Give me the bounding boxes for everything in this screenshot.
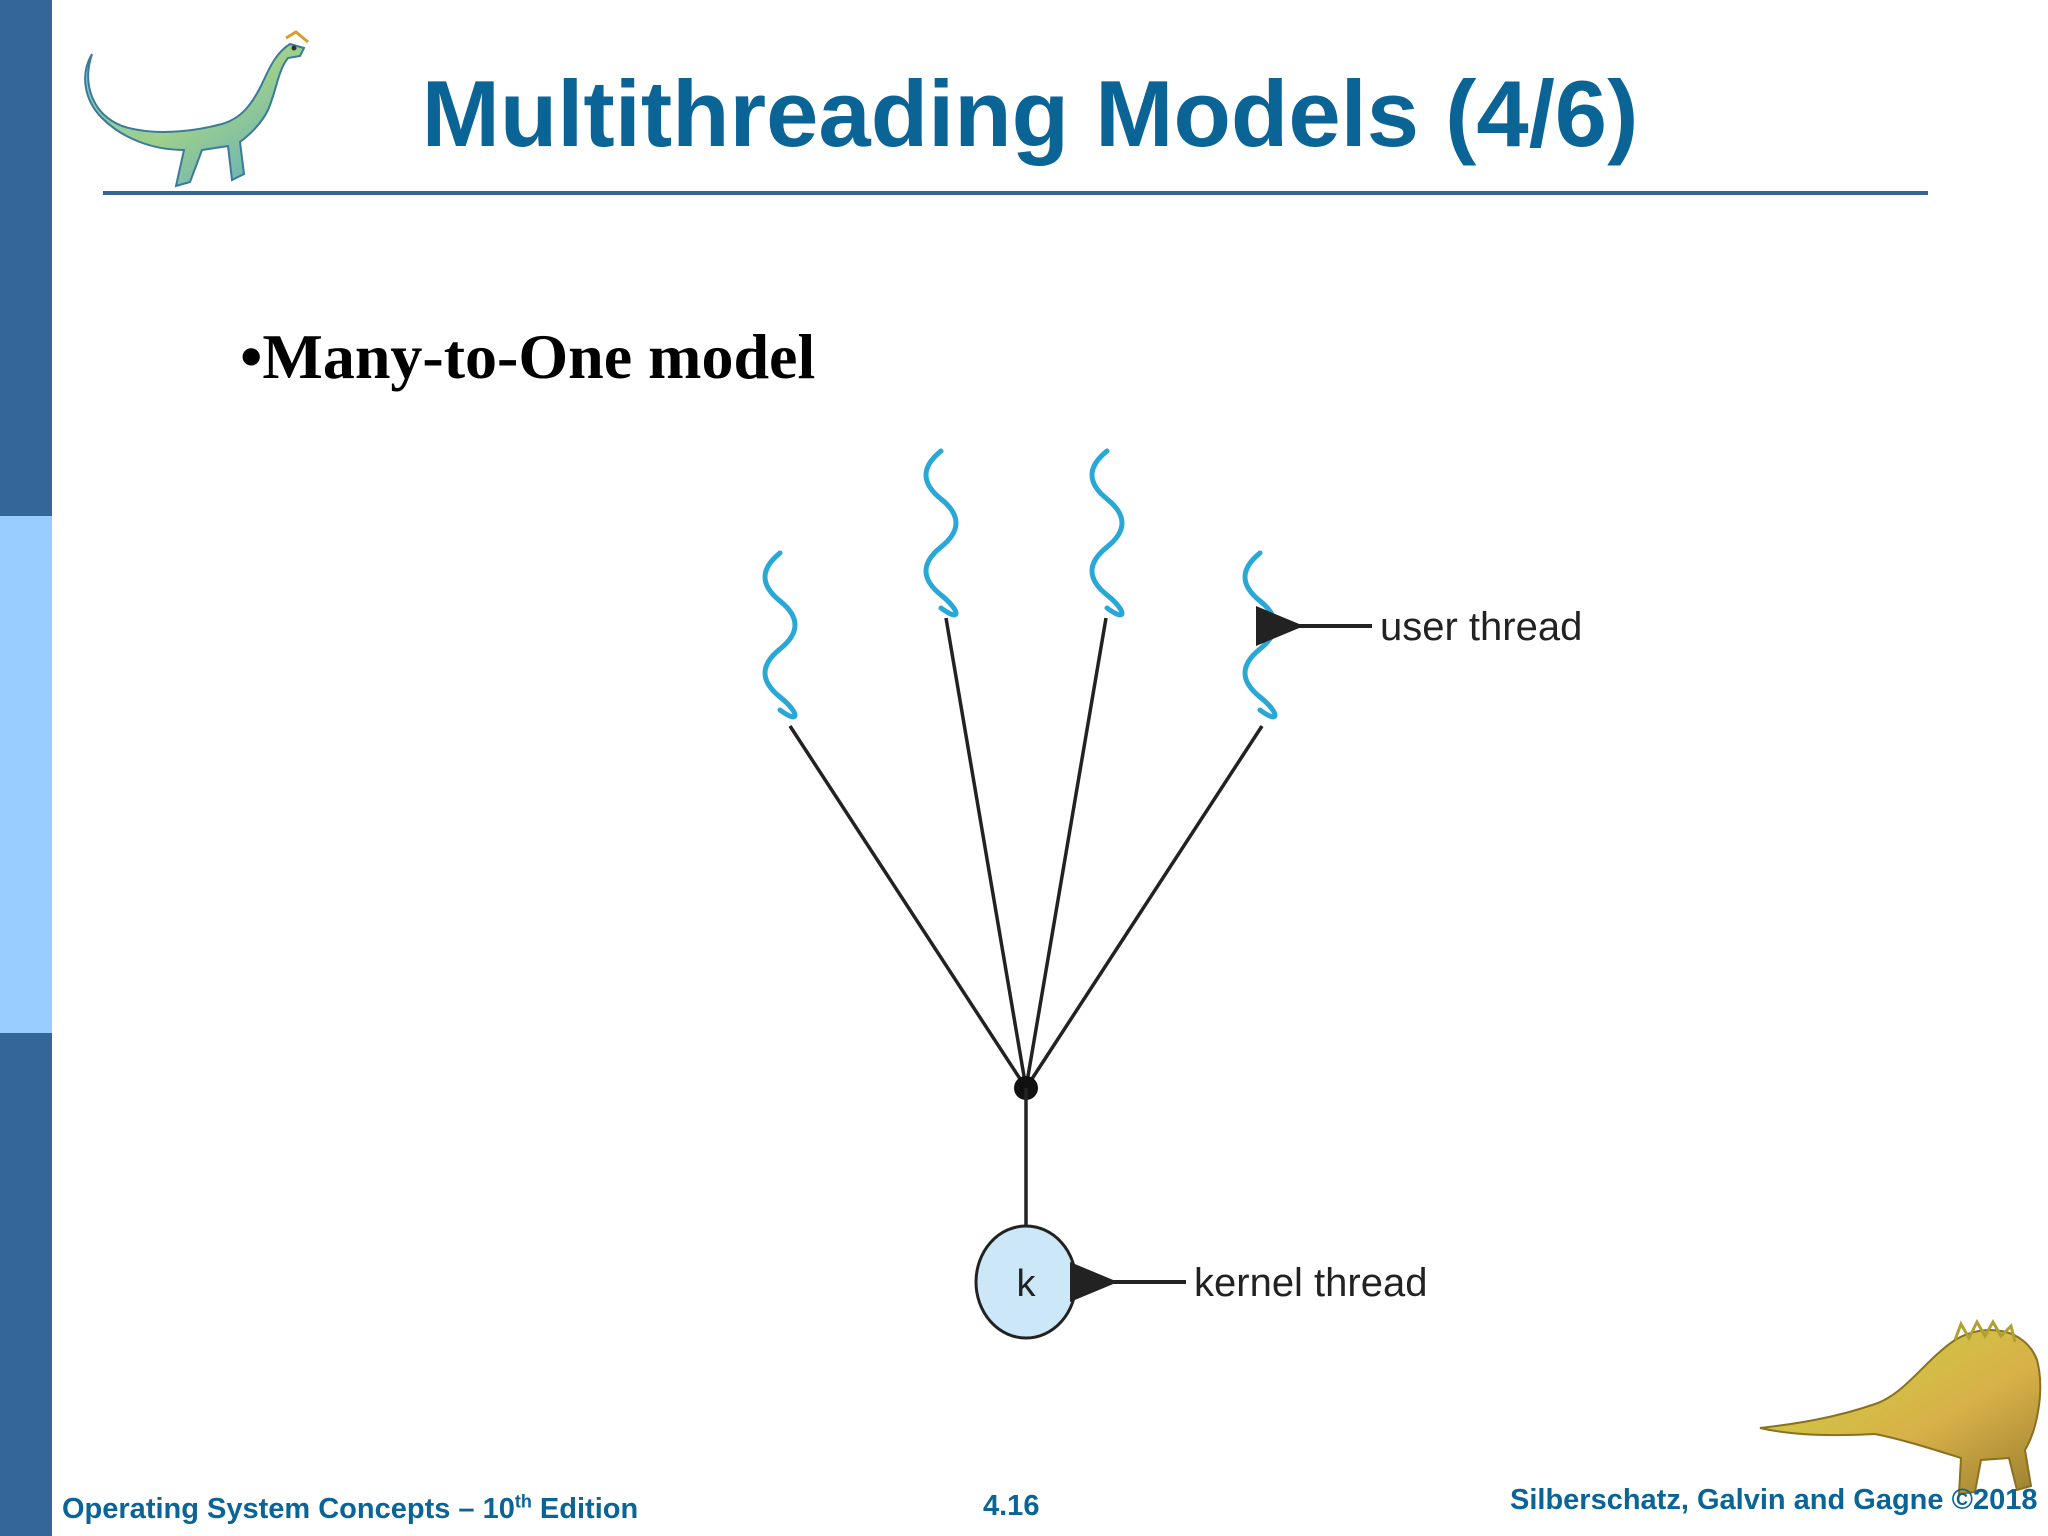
user-thread-2-wave [923,448,959,618]
user-thread-1-link [788,725,1028,1089]
user-thread-4-link [1024,725,1264,1089]
bullet-many-to-one: •Many-to-One model [240,321,816,392]
user-thread-label: user thread [1380,605,1582,649]
footer-authors: Silberschatz, Galvin and Gagne ©2018 [1510,1484,2038,1516]
user-thread-4-wave [1242,550,1278,720]
dinosaur-logo-bottom [1759,1318,2042,1496]
kernel-node-label: k [1017,1263,1037,1305]
sidebar-top-stripe [0,0,52,516]
user-thread-3-wave [1089,448,1125,618]
user-thread-1-wave [762,550,798,720]
kernel-thread-label: kernel thread [1194,1261,1427,1305]
footer-book-title-sup: th [514,1491,532,1512]
sidebar-bottom-stripe [0,1033,52,1536]
dinosaur-logo-top [84,30,309,188]
title-underline [103,191,1928,195]
footer-book-title-suffix: Edition [531,1493,639,1525]
user-thread-3-link [1024,617,1108,1089]
sidebar-middle-stripe [0,516,52,1033]
footer-page-number: 4.16 [983,1490,1040,1522]
slide-title: Multithreading Models (4/6) [421,61,1639,166]
footer-book-title: Operating System Concepts – 10th Edition [62,1492,639,1525]
footer-book-title-prefix: Operating System Concepts – 10 [62,1493,515,1525]
user-thread-2-link [944,617,1028,1089]
